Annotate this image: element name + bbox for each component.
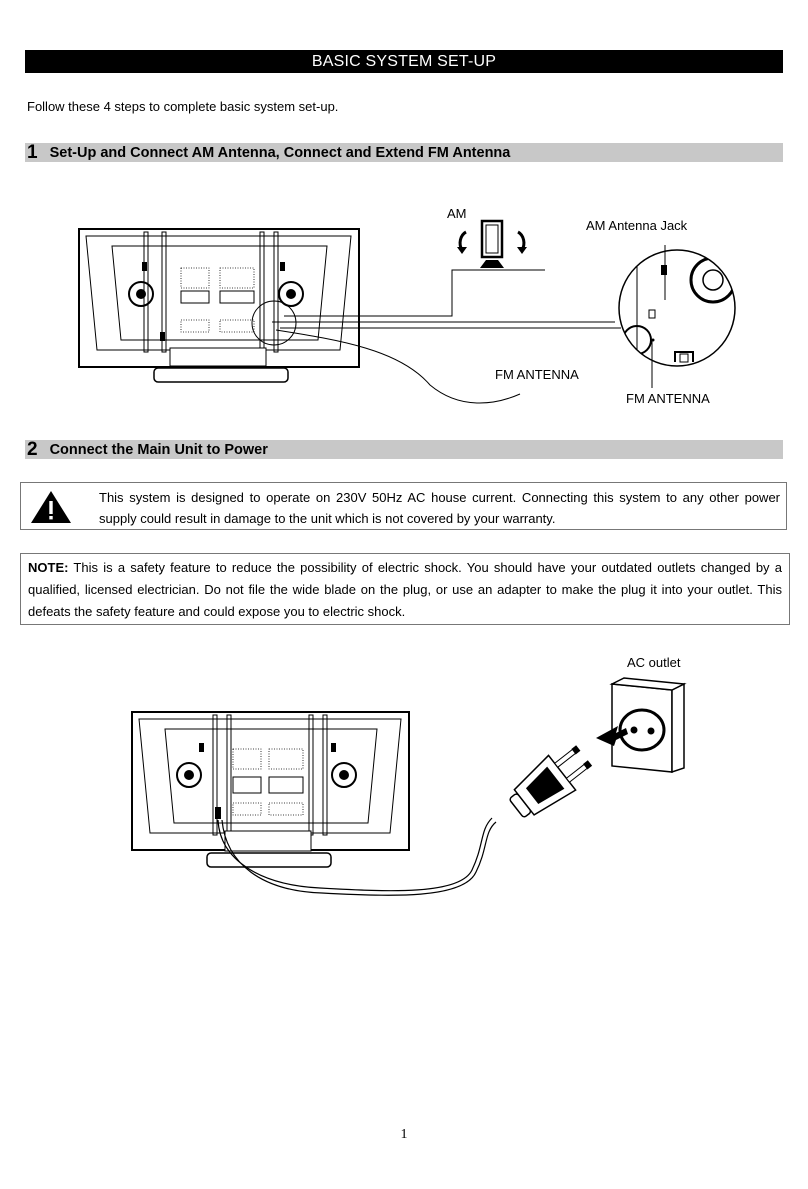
page-title: BASIC SYSTEM SET-UP <box>25 50 783 73</box>
note-text: This is a safety feature to reduce the p… <box>28 560 782 619</box>
ac-outlet-icon <box>609 677 687 774</box>
section-2-number: 2 <box>27 439 38 460</box>
power-cord-diagram <box>217 677 687 896</box>
am-loop-antenna-icon <box>457 219 527 268</box>
section-2-heading: 2 Connect the Main Unit to Power <box>25 440 783 459</box>
unit-back-diagram-2 <box>131 711 410 868</box>
section-2-title: Connect the Main Unit to Power <box>49 442 268 458</box>
antenna-connection-lines <box>272 245 666 404</box>
fm-antenna-detail-label: FM ANTENNA <box>626 391 710 406</box>
am-label: AM <box>447 206 467 221</box>
section-1-heading: 1 Set-Up and Connect AM Antenna, Connect … <box>25 143 783 162</box>
note-label: NOTE: <box>28 560 69 575</box>
note-box: NOTE: This is a safety feature to reduce… <box>20 553 790 625</box>
note-paragraph: NOTE: This is a safety feature to reduce… <box>28 557 782 623</box>
ac-outlet-label: AC outlet <box>627 655 681 670</box>
section-1-title: Set-Up and Connect AM Antenna, Connect a… <box>49 145 511 161</box>
section-1-number: 1 <box>27 142 38 163</box>
warning-box: This system is designed to operate on 23… <box>20 482 787 530</box>
unit-back-diagram-1 <box>78 228 360 383</box>
warning-text: This system is designed to operate on 23… <box>99 490 780 526</box>
am-antenna-jack-label: AM Antenna Jack <box>586 218 688 233</box>
antenna-jack-detail <box>618 249 736 367</box>
warning-icon <box>31 491 71 523</box>
intro-text: Follow these 4 steps to complete basic s… <box>27 99 339 114</box>
fm-antenna-label: FM ANTENNA <box>495 367 579 382</box>
page-number: 1 <box>400 1127 408 1142</box>
